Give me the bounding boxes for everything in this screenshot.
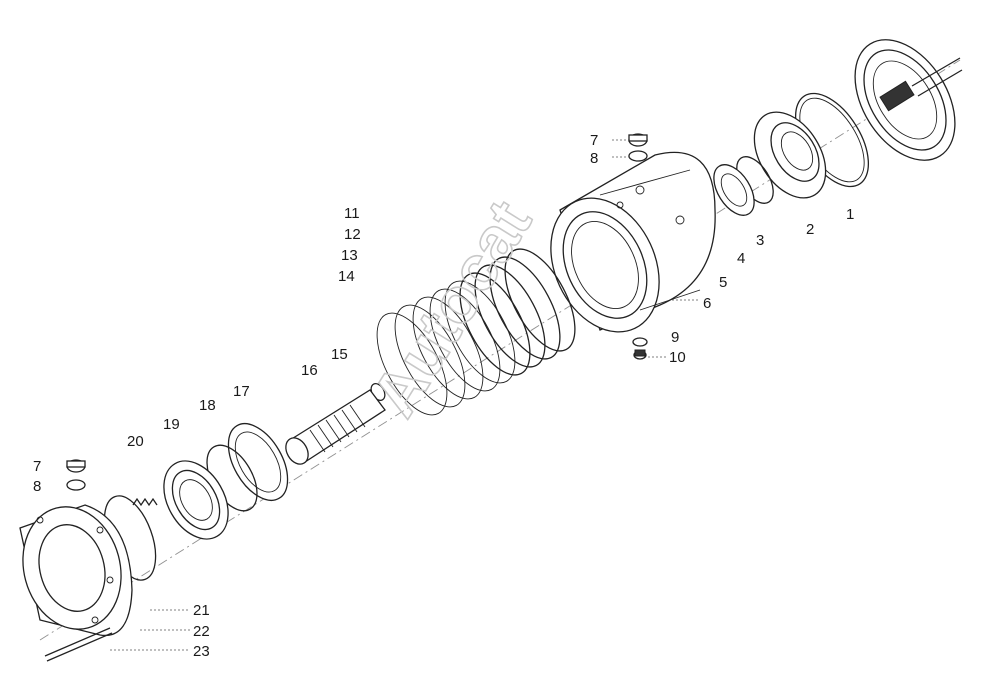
- callout-13: 13: [341, 247, 358, 264]
- callout-11: 11: [344, 205, 360, 222]
- assembly-axis: [39, 59, 961, 641]
- callout-1: 1: [846, 206, 854, 223]
- callout-14: 14: [338, 268, 355, 285]
- part-flange-21-23: [19, 495, 157, 662]
- part-cover-1: [854, 39, 963, 161]
- callout-5: 5: [719, 274, 727, 291]
- callout-21: 21: [193, 602, 210, 619]
- callout-20: 20: [127, 433, 144, 450]
- part-disc-pack-11-14: [376, 248, 576, 416]
- part-spring-20: [132, 497, 158, 507]
- callout-4: 4: [737, 250, 745, 267]
- callout-7-top: 7: [590, 132, 598, 149]
- callout-7-bottom: 7: [33, 458, 41, 475]
- callout-17: 17: [233, 383, 250, 400]
- part-plug-9-10: [632, 337, 648, 360]
- callout-6: 6: [703, 295, 711, 312]
- part-plug-7-8-bottom: [66, 459, 86, 491]
- callout-18: 18: [199, 397, 216, 414]
- part-housing-6: [550, 151, 716, 333]
- part-bearing-4-5: [713, 156, 774, 216]
- part-rings-17-19: [163, 423, 289, 540]
- callout-labels: 1 2 3 4 5 6 7 8 9 10 11 12 13 14 15 16 1…: [33, 132, 854, 660]
- callout-19: 19: [163, 416, 180, 433]
- callout-8-top: 8: [590, 150, 598, 167]
- callout-22: 22: [193, 623, 210, 640]
- callout-12: 12: [344, 226, 361, 243]
- callout-16: 16: [301, 362, 318, 379]
- callout-23: 23: [193, 643, 210, 660]
- callout-9: 9: [671, 329, 679, 346]
- leader-lines: [110, 139, 700, 651]
- callout-8-bottom: 8: [33, 478, 41, 495]
- callout-3: 3: [756, 232, 764, 249]
- part-plug-7-8-top: [628, 133, 648, 162]
- callout-10: 10: [669, 349, 686, 366]
- part-bearing-cover-3: [753, 111, 827, 199]
- part-shaft-16: [285, 389, 386, 465]
- callout-2: 2: [806, 221, 814, 238]
- callout-15: 15: [331, 346, 348, 363]
